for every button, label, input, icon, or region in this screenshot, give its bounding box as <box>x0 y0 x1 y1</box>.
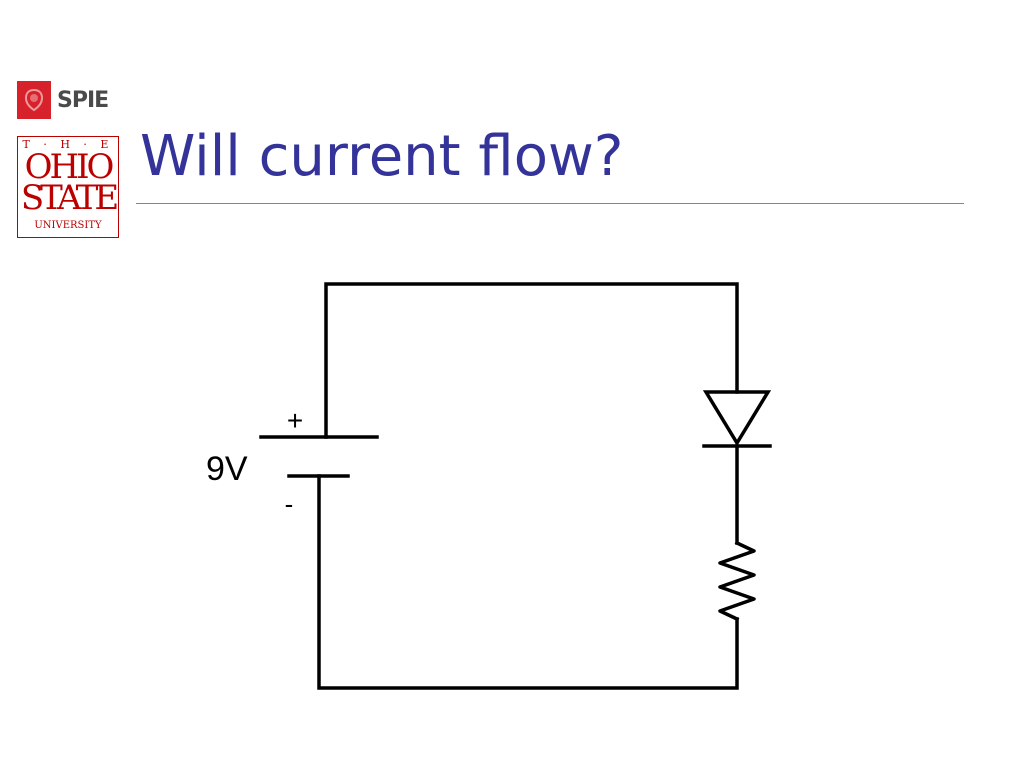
spie-logo: SPIE <box>17 81 109 119</box>
osu-logo: T · H · E OHIO STATE UNIVERSITY <box>17 136 119 238</box>
osu-logo-university: UNIVERSITY <box>34 220 102 231</box>
spie-emblem-icon <box>17 81 51 119</box>
diode-triangle <box>702 390 772 447</box>
battery-positive-sign: + <box>287 405 303 436</box>
osu-logo-ohio: OHIO <box>24 147 115 187</box>
osu-logo-state: STATE <box>20 178 119 218</box>
title-divider <box>136 203 964 204</box>
osu-logo-the: T · H · E <box>22 138 114 151</box>
resistor-zigzag <box>718 540 756 622</box>
wire-bottom <box>317 474 739 690</box>
wire-top <box>324 282 739 439</box>
battery-negative-sign: - <box>285 489 294 519</box>
battery-voltage-label: 9V <box>206 450 248 488</box>
slide-title: Will current flow? <box>140 124 624 189</box>
spie-wordmark: SPIE <box>57 87 109 113</box>
